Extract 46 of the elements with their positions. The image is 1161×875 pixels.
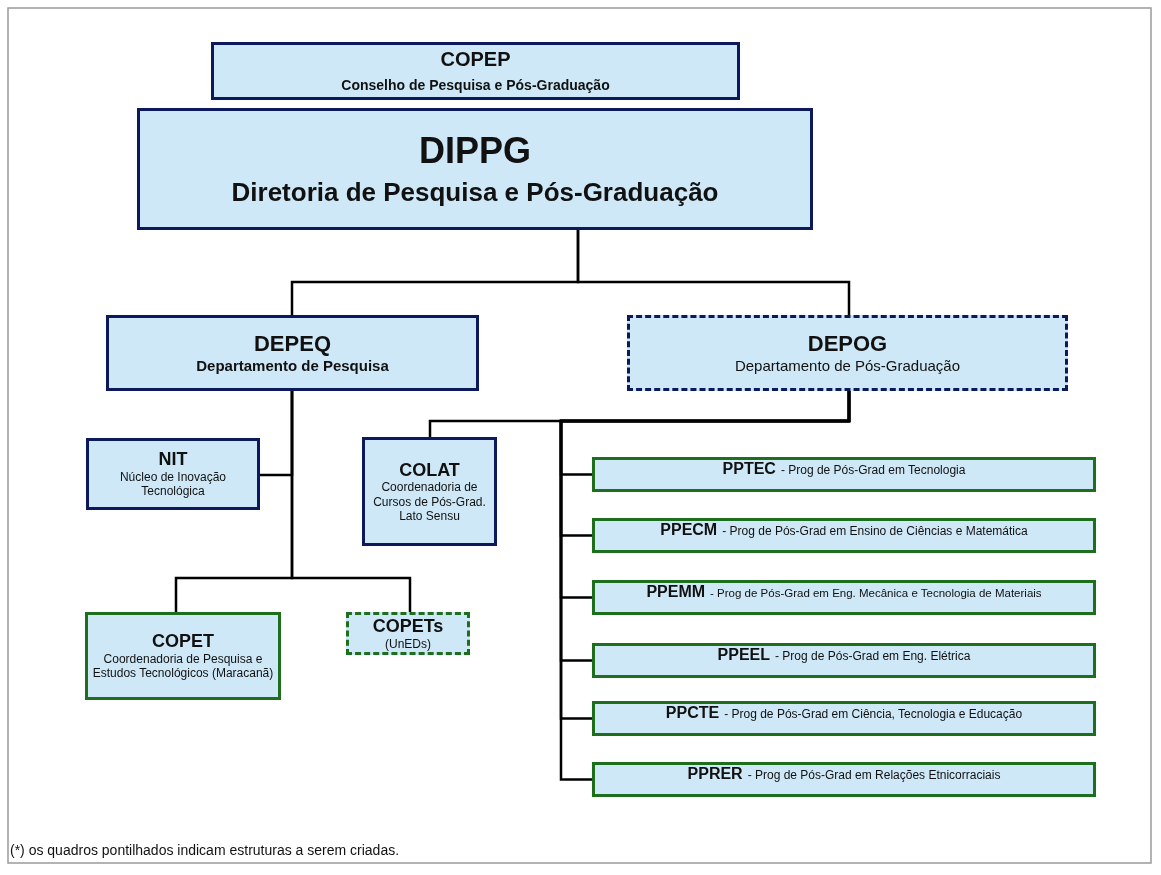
unit-acronym: COPETs [372,615,444,637]
unit-acronym: DEPEQ [254,331,331,357]
connector-line [576,230,851,315]
coordination-box [346,612,470,655]
unit-name: Coordenadoria de Cursos de Pós-Grad. Lato Sensu [372,480,487,524]
coordination-box [362,437,497,546]
unit-name: Núcleo de Inovação Tecnológica [118,469,228,499]
unit-acronym: PPEMM [646,583,706,602]
program-box [592,701,1096,736]
unit-acronym: PPECM [660,521,718,540]
unit-name: Diretoria de Pesquisa e Pós-Graduação [231,177,719,209]
department-box [627,315,1068,391]
unit-name: - Prog de Pós-Grad em Eng. Elétrica [775,649,971,664]
unit-acronym: PPCTE [665,704,720,723]
unit-acronym: DIPPG [419,129,531,172]
unit-box [86,438,260,510]
unit-acronym: PPEEL [717,646,770,665]
unit-acronym: COPET [152,631,214,652]
unit-name: Coordenadoria de Pesquisa e Estudos Tecnológicos (Maracanã) [91,651,275,681]
program-box [592,518,1096,553]
unit-acronym: DEPOG [807,331,888,357]
unit-name: Conselho de Pesquisa e Pós-Graduação [341,77,610,94]
unit-acronym: PPRER [687,765,743,784]
program-box [592,457,1096,492]
unit-name: - Prog de Pós-Grad em Relações Etnicorraciais [747,768,1001,783]
coordination-box [85,612,281,700]
unit-name: - Prog de Pós-Grad em Ciência, Tecnologia e Educação [724,707,1023,722]
department-box [106,315,479,391]
unit-acronym: COLAT [399,459,460,481]
connector-line [290,391,412,612]
council-box [211,42,740,100]
unit-acronym: COPEP [440,48,511,72]
unit-name: Departamento de Pesquisa [196,356,389,375]
unit-acronym: PPTEC [722,460,776,479]
unit-name: (UnEDs) [385,636,431,652]
unit-name: - Prog de Pós-Grad em Ensino de Ciências e Matemática [722,524,1028,539]
footnote: (*) os quadros pontilhados indicam estruturas a serem criadas. [10,842,400,858]
program-box [592,580,1096,615]
program-box [592,762,1096,797]
directorate-box [137,108,813,230]
unit-name: Departamento de Pós-Graduação [734,356,961,375]
connector-line [559,391,851,781]
unit-acronym: NIT [158,449,188,470]
unit-name: - Prog de Pós-Grad em Tecnologia [780,463,966,478]
unit-name: - Prog de Pós-Grad em Eng. Mecânica e Tecnologia de Materiais [710,587,1042,601]
program-box [592,643,1096,678]
